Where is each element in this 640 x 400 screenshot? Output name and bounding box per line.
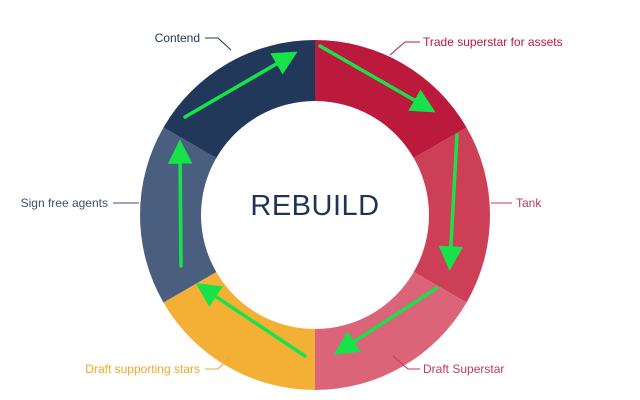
leader-line <box>392 355 420 370</box>
callout-contend: Contend <box>155 31 232 51</box>
callout-tank: Tank <box>491 196 542 210</box>
segment-label: Contend <box>155 31 200 45</box>
leader-line <box>205 37 232 51</box>
arrow-draft-to-supporting <box>333 286 439 355</box>
cycle-arrows <box>167 44 464 358</box>
callout-trade-superstar: Trade superstar for assets <box>389 35 563 56</box>
segment-contend <box>163 40 315 158</box>
segment-label: Draft Superstar <box>423 362 504 376</box>
segment-trade-superstar <box>315 40 467 158</box>
segment-draft-superstar <box>315 272 467 390</box>
segment-label: Trade superstar for assets <box>423 35 563 49</box>
leader-line <box>389 41 420 56</box>
arrow-trade-to-tank <box>318 44 436 113</box>
arrow-contend-to-trade <box>183 51 298 119</box>
segment-callouts: Trade superstar for assets Tank Draft Su… <box>21 31 563 376</box>
center-title: REBUILD <box>250 190 379 222</box>
arrow-free-agents-to-contend <box>167 139 193 268</box>
leader-line <box>205 355 232 370</box>
callout-sign-free-agents: Sign free agents <box>21 196 139 210</box>
segment-label: Draft supporting stars <box>85 362 200 376</box>
segment-label: Sign free agents <box>21 196 108 210</box>
segment-sign-free-agents <box>140 127 217 303</box>
callout-draft-superstar: Draft Superstar <box>392 355 504 376</box>
arrow-tank-to-draft <box>438 133 464 271</box>
callout-draft-supporting-stars: Draft supporting stars <box>85 355 232 376</box>
segment-label: Tank <box>516 196 542 210</box>
arrow-supporting-to-free-agents <box>195 283 307 358</box>
